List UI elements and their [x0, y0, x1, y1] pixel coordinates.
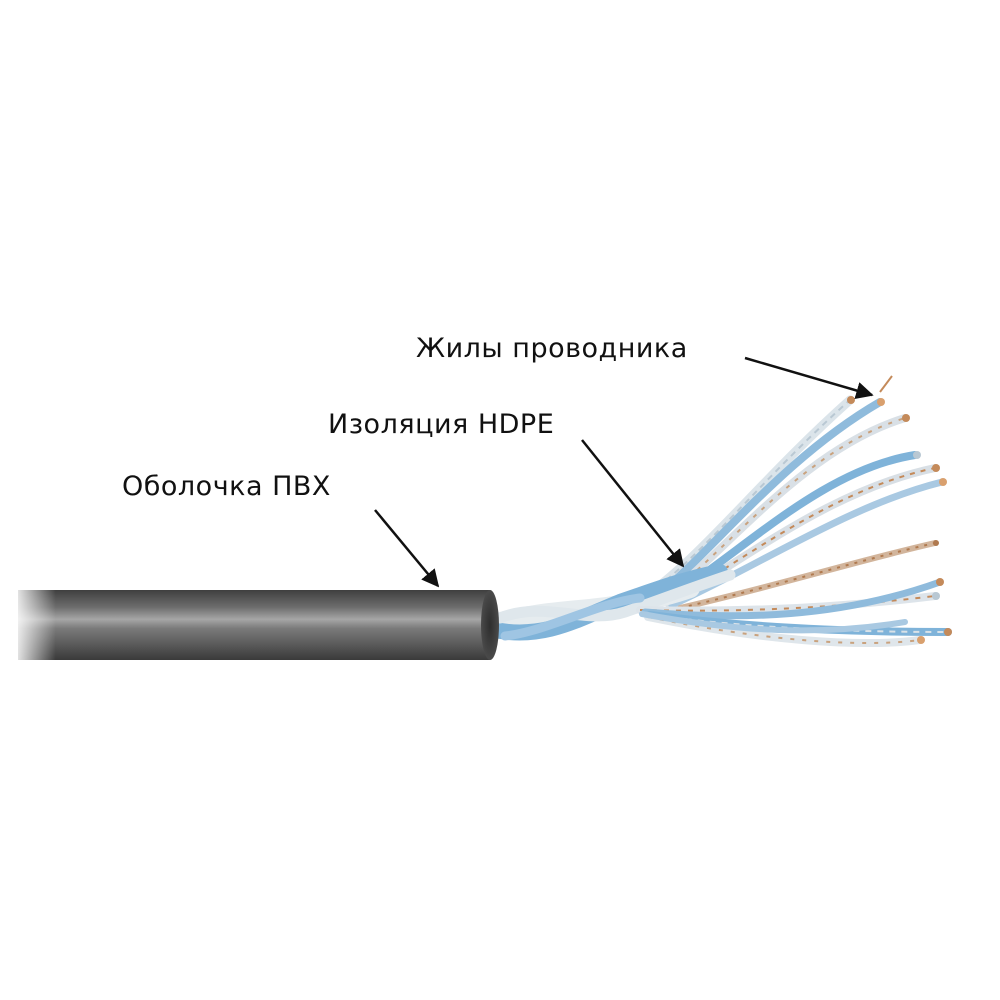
- sheath-arrow-icon: [374, 509, 440, 588]
- label-conductor-cores: Жилы проводника: [416, 333, 688, 364]
- label-pvc-sheath: Оболочка ПВХ: [122, 471, 331, 502]
- pvc-jacket: [18, 590, 499, 660]
- label-hdpe-insulation: Изоляция HDPE: [328, 409, 555, 440]
- arrow-pointer-group: [374, 356, 874, 588]
- conductors-arrow-icon: [744, 356, 874, 399]
- conductor-tips: [847, 375, 952, 644]
- twisted-insulation-bundle: [480, 564, 736, 641]
- insulation-arrow-icon: [581, 439, 685, 568]
- lower-conductor-group: [636, 578, 952, 648]
